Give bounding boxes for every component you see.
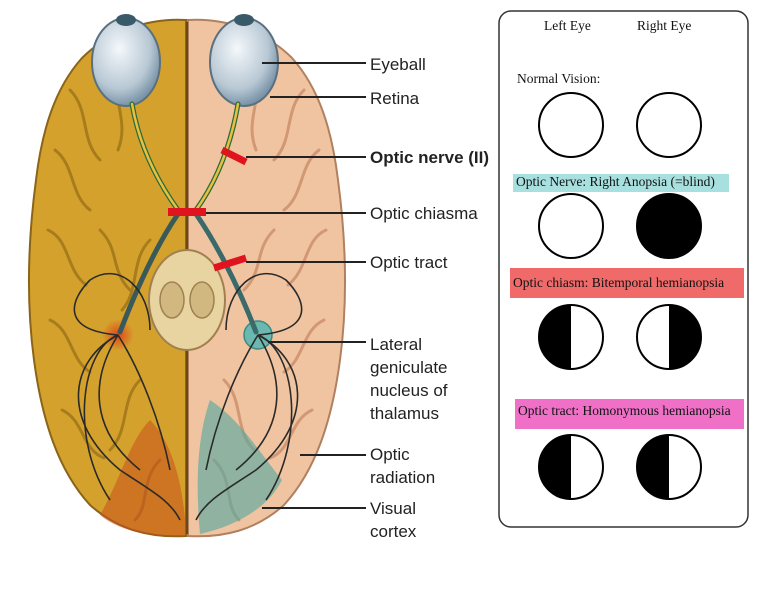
left-eye-field bbox=[538, 92, 604, 158]
left-eye-field bbox=[538, 434, 604, 500]
label-cortex-2: cortex bbox=[370, 522, 417, 541]
left-eye-field bbox=[538, 193, 604, 259]
right-eye-field bbox=[636, 304, 702, 370]
lesion-optic-nerve bbox=[220, 146, 248, 166]
optic-nerves bbox=[129, 101, 241, 213]
label-optic-chiasma: Optic chiasma bbox=[370, 204, 478, 223]
label-lgn-4: thalamus bbox=[370, 404, 439, 423]
label-optic-tract: Optic tract bbox=[370, 253, 448, 272]
label-radiation-1: Optic bbox=[370, 445, 410, 464]
row-title-highlight bbox=[515, 399, 744, 429]
midbrain bbox=[148, 249, 226, 351]
leader-lines bbox=[206, 62, 366, 509]
right-eye-field bbox=[636, 193, 702, 259]
label-retina: Retina bbox=[370, 89, 420, 108]
row-title: Optic tract: Homonymous hemianopsia bbox=[518, 403, 731, 418]
row-title: Optic chiasm: Bitemporal hemianopsia bbox=[513, 275, 724, 290]
left-eyeball bbox=[91, 14, 161, 107]
label-optic-nerve: Optic nerve (II) bbox=[370, 148, 489, 167]
lesion-optic-tract bbox=[212, 254, 248, 272]
row-title-highlight bbox=[513, 174, 729, 192]
label-cortex-1: Visual bbox=[370, 499, 416, 518]
lesion-markers bbox=[168, 146, 248, 272]
label-eyeball: Eyeball bbox=[370, 55, 426, 74]
row-title-highlight bbox=[510, 268, 744, 298]
left-eye-header: Left Eye bbox=[544, 18, 591, 33]
right-eye-field bbox=[636, 434, 702, 500]
right-eyeball bbox=[209, 14, 279, 107]
row-title: Normal Vision: bbox=[517, 71, 600, 86]
right-eye-field bbox=[636, 92, 702, 158]
visual-field-panel: Left Eye Right Eye Normal Vision: Optic N… bbox=[498, 10, 749, 528]
row-title: Optic Nerve: Right Anopsia (=blind) bbox=[516, 174, 715, 189]
label-lgn-3: nucleus of bbox=[370, 381, 448, 400]
right-eye-header: Right Eye bbox=[637, 18, 691, 33]
label-lgn-1: Lateral bbox=[370, 335, 422, 354]
optic-radiations bbox=[73, 273, 303, 521]
visual-field-rows: Normal Vision: Optic Nerve: Right Anopsia… bbox=[510, 71, 744, 500]
brain bbox=[27, 14, 347, 538]
label-lgn-2: geniculate bbox=[370, 358, 448, 377]
label-radiation-2: radiation bbox=[370, 468, 435, 487]
anatomy-labels: Eyeball Retina Optic nerve (II) Optic ch… bbox=[370, 55, 489, 541]
left-eye-field bbox=[538, 304, 604, 370]
